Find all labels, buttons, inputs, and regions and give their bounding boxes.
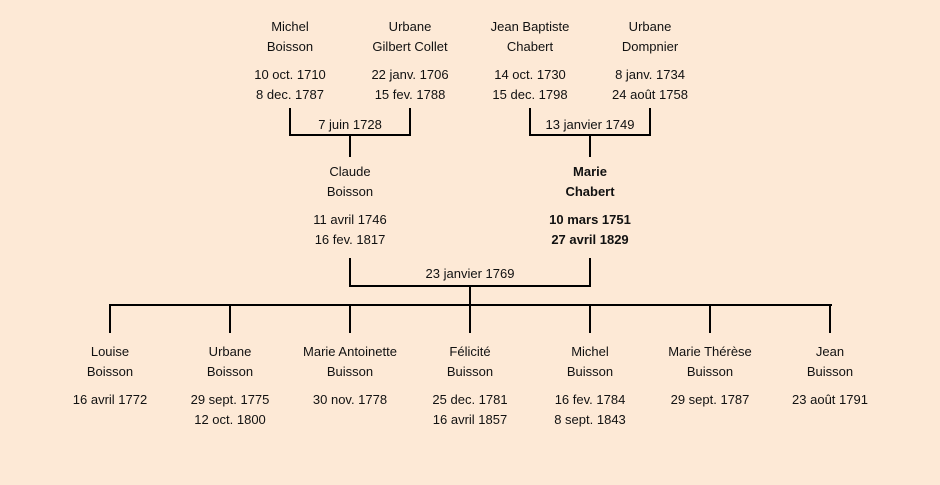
person-last: Buisson bbox=[446, 364, 494, 379]
person-first: Michel bbox=[571, 344, 609, 359]
marriage-date-paternal: 7 juin 1728 bbox=[318, 117, 382, 132]
person-last: Chabert bbox=[565, 184, 615, 199]
marriage-date-parents: 23 janvier 1769 bbox=[425, 266, 515, 281]
person-first: Marie bbox=[573, 164, 607, 179]
person-last: Buisson bbox=[326, 364, 374, 379]
person-last: Boisson bbox=[266, 39, 314, 54]
connector-line bbox=[589, 258, 591, 287]
connector-line bbox=[469, 285, 471, 306]
person-birth: 22 janv. 1706 bbox=[371, 67, 449, 82]
connector-line bbox=[349, 304, 351, 333]
connector-line bbox=[109, 304, 111, 333]
person-death: 8 sept. 1843 bbox=[554, 412, 626, 427]
connector-line bbox=[349, 134, 351, 157]
connector-line bbox=[349, 258, 351, 287]
connector-line bbox=[589, 134, 591, 157]
marriage-date-maternal: 13 janvier 1749 bbox=[545, 117, 635, 132]
connector-line bbox=[589, 304, 591, 333]
person-death: 15 fev. 1788 bbox=[374, 87, 446, 102]
person-last: Boisson bbox=[86, 364, 134, 379]
person-death: 27 avril 1829 bbox=[551, 232, 629, 247]
person-death: 24 août 1758 bbox=[612, 87, 688, 102]
person-birth: 23 août 1791 bbox=[792, 392, 868, 407]
person-first: Marie Antoinette bbox=[303, 344, 397, 359]
person-death: 16 avril 1857 bbox=[432, 412, 508, 427]
connector-line bbox=[829, 304, 831, 333]
person-first: Urbane bbox=[628, 19, 672, 34]
person-death: 16 fev. 1817 bbox=[314, 232, 386, 247]
person-first: Marie Thérèse bbox=[668, 344, 752, 359]
person-birth: 30 nov. 1778 bbox=[312, 392, 388, 407]
person-birth: 14 oct. 1730 bbox=[494, 67, 566, 82]
person-birth: 11 avril 1746 bbox=[313, 212, 387, 227]
person-first: Michel bbox=[271, 19, 309, 34]
person-first: Urbane bbox=[388, 19, 432, 34]
person-birth: 16 avril 1772 bbox=[72, 392, 148, 407]
person-death: 15 dec. 1798 bbox=[492, 87, 568, 102]
person-first: Claude bbox=[329, 164, 371, 179]
connector-line bbox=[229, 304, 231, 333]
person-birth: 10 mars 1751 bbox=[549, 212, 631, 227]
person-death: 12 oct. 1800 bbox=[194, 412, 266, 427]
person-birth: 29 sept. 1775 bbox=[190, 392, 270, 407]
person-last: Buisson bbox=[806, 364, 854, 379]
person-birth: 25 dec. 1781 bbox=[432, 392, 508, 407]
connector-line bbox=[529, 108, 531, 136]
person-first: Louise bbox=[90, 344, 130, 359]
person-last: Buisson bbox=[686, 364, 734, 379]
person-last: Chabert bbox=[506, 39, 554, 54]
person-birth: 10 oct. 1710 bbox=[254, 67, 326, 82]
person-death: 8 dec. 1787 bbox=[256, 87, 324, 102]
person-first: Félicité bbox=[449, 344, 491, 359]
person-last: Buisson bbox=[566, 364, 614, 379]
connector-line bbox=[289, 108, 291, 136]
person-birth: 29 sept. 1787 bbox=[670, 392, 750, 407]
connector-line bbox=[649, 108, 651, 136]
connector-line bbox=[709, 304, 711, 333]
connector-line bbox=[469, 304, 471, 333]
person-last: Boisson bbox=[206, 364, 254, 379]
person-first: Jean Baptiste bbox=[490, 19, 570, 34]
person-first: Jean bbox=[815, 344, 845, 359]
person-last: Dompnier bbox=[621, 39, 679, 54]
person-birth: 16 fev. 1784 bbox=[554, 392, 626, 407]
person-last: Boisson bbox=[326, 184, 374, 199]
connector-line bbox=[409, 108, 411, 136]
person-birth: 8 janv. 1734 bbox=[615, 67, 685, 82]
person-last: Gilbert Collet bbox=[372, 39, 448, 54]
person-first: Urbane bbox=[208, 344, 252, 359]
